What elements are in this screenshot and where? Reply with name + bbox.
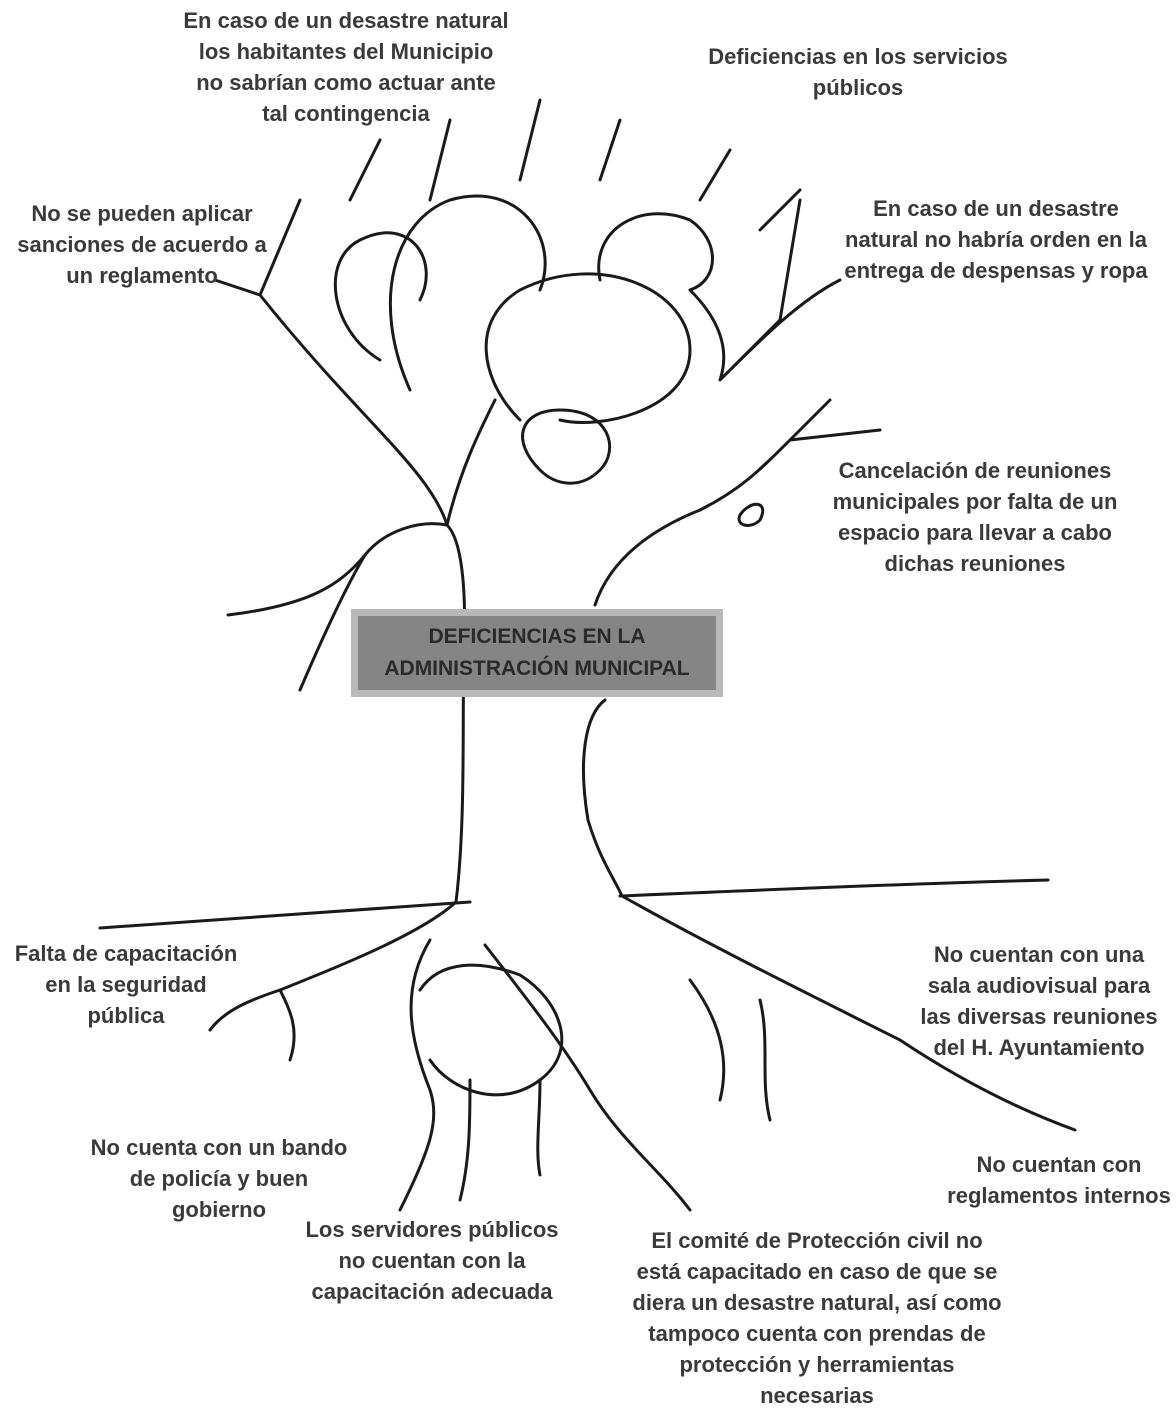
ground-line [98,878,1050,930]
root-right [620,894,1077,1132]
root-middle [483,943,692,1212]
trunk-left [445,523,466,904]
branch-right-mid [698,398,882,527]
root-label-seguridad-publica: Falta de capacitación en la seguridad pú… [14,941,238,1028]
crown-loop-4 [333,231,428,362]
root-left-2 [398,938,436,1212]
root-label-servidores-publicos: Los servidores públicos no cuentan con l… [305,1217,559,1304]
limb-left-low [226,522,449,692]
crown-loop-3 [521,408,611,485]
root-label-reglamentos-internos: No cuentan con reglamentos internos [947,1152,1171,1208]
root-label-bando-policia: No cuenta con un bando de policía y buen… [90,1135,348,1222]
root-middle-loop [418,963,564,1097]
branch-label-desastre-actuar: En caso de un desastre natural los habit… [183,8,509,126]
branch-label-servicios-publicos: Deficiencias en los servicios públicos [708,44,1008,100]
crown-top-branches [348,98,802,232]
crown-loop-2 [484,272,692,424]
branch-left-inner [445,398,497,527]
branch-label-despensas: En caso de un desastre natural no habría… [844,196,1148,283]
root-label-proteccion-civil: El comité de Protección civil no está ca… [632,1228,1002,1408]
center-title-inner: DEFICIENCIAS EN LA ADMINISTRACIÓN MUNICI… [358,616,716,690]
branch-label-sanciones: No se pueden aplicar sanciones de acuerd… [17,201,267,288]
branch-left [213,198,449,527]
crown-loop-1 [388,194,547,392]
crown-loop-5 [597,212,714,292]
root-right-2 [688,978,772,1122]
trunk-right [582,698,624,898]
root-label-sala-audiovisual: No cuentan con una sala audiovisual para… [920,942,1158,1060]
root-left [208,900,458,1062]
center-title-box: DEFICIENCIAS EN LA ADMINISTRACIÓN MUNICI… [351,609,723,697]
root-lower [458,1078,542,1202]
crown-right [688,198,842,382]
center-title: DEFICIENCIAS EN LA ADMINISTRACIÓN MUNICI… [384,625,690,680]
trunk-right-upper [593,508,702,607]
branch-label-reuniones: Cancelación de reuniones municipales por… [832,458,1118,576]
